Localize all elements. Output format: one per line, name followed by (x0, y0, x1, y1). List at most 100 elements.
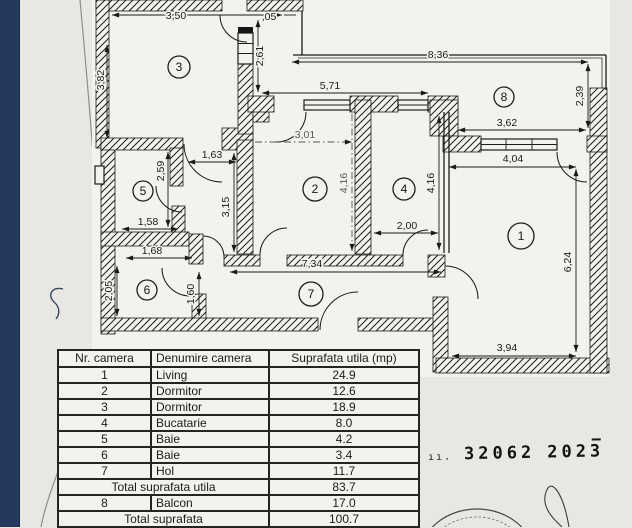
table-total-utila-row: Total suprafata utila 83.7 (57, 478, 420, 496)
cell-room-name: Hol (150, 462, 270, 480)
ink-mark (50, 287, 64, 320)
room-number-4: 4 (392, 177, 416, 201)
dimension-label: 1,68 (142, 245, 163, 257)
door-arc (275, 111, 307, 143)
table-row: 1 Living 24.9 (57, 366, 420, 384)
cell-room-name: Baie (150, 430, 270, 448)
dimension-label: 2,59 (155, 161, 167, 182)
table-header-row: Nr. camera Denumire camera Suprafata uti… (57, 349, 420, 368)
cell-room-area: 4.2 (268, 430, 420, 448)
door-arc (319, 291, 359, 331)
dimension-label: 1,60 (185, 284, 197, 305)
table-row: 6 Baie 3.4 (57, 446, 420, 464)
table-row: 5 Baie 4.2 (57, 430, 420, 448)
dimension-label: 3,15 (220, 197, 232, 218)
dimension-label: 8,36 (428, 49, 449, 61)
room-number-label: 3 (176, 60, 183, 74)
dimension-label: 4,16 (425, 173, 437, 194)
dimension-label: 3,94 (497, 342, 518, 354)
table-row: 7 Hol 11.7 (57, 462, 420, 480)
room-number-6: 6 (136, 279, 158, 301)
room-numbers-group: 1 2 3 4 5 6 7 8 (132, 55, 535, 307)
door-arc (202, 235, 225, 258)
cell-room-nr: 7 (57, 462, 152, 480)
cell-room-area: 18.9 (268, 398, 420, 416)
stamp-prefix: ıı. (427, 451, 453, 463)
room-number-label: 8 (501, 90, 508, 104)
cell-room-nr: 8 (57, 494, 152, 512)
cell-room-nr: 4 (57, 414, 152, 432)
room-number-label: 7 (308, 287, 315, 301)
room-number-label: 2 (312, 182, 319, 196)
room-number-8: 8 (493, 86, 515, 108)
room-number-label: 5 (140, 184, 147, 198)
room-number-label: 1 (518, 229, 525, 243)
dimension-lines-group (104, 12, 591, 359)
header-room-name: Denumire camera (150, 349, 270, 368)
signature-stroke (544, 485, 570, 527)
scan-left-background-band (0, 0, 20, 527)
cell-total-value: 100.7 (268, 510, 420, 528)
room-number-7: 7 (298, 281, 324, 307)
doors-group (155, 14, 588, 331)
cell-room-area: 17.0 (268, 494, 420, 512)
dimension-label: 3,82 (95, 70, 107, 91)
cell-room-nr: 2 (57, 382, 152, 400)
door-arc (402, 229, 429, 256)
cell-room-name: Dormitor (150, 398, 270, 416)
cell-room-nr: 6 (57, 446, 152, 464)
cell-room-area: 24.9 (268, 366, 420, 384)
door-arc (219, 14, 248, 43)
table-row: 4 Bucatarie 8.0 (57, 414, 420, 432)
dimension-label: 1,63 (202, 149, 223, 161)
room-number-label: 4 (401, 182, 408, 196)
room-number-2: 2 (302, 176, 328, 202)
cell-room-area: 3.4 (268, 446, 420, 464)
stamp-number: 32062 (463, 442, 536, 465)
cell-room-name: Dormitor (150, 382, 270, 400)
table-total-row: Total suprafata 100.7 (57, 510, 420, 528)
windows-group (94, 27, 558, 185)
thin-walls-group (293, 11, 607, 253)
dimension-label: 3,50 (166, 10, 187, 22)
header-room-nr: Nr. camera (57, 349, 152, 368)
room-number-3: 3 (167, 55, 191, 79)
window-symbol (397, 99, 429, 111)
door-arc (556, 151, 588, 183)
dimension-label: 2,05 (103, 281, 115, 302)
dimension-label: 2,61 (254, 46, 266, 67)
stamp-year: 2023 (547, 438, 604, 462)
table-row: 3 Dormitor 18.9 (57, 398, 420, 416)
area-table: Nr. camera Denumire camera Suprafata uti… (57, 349, 420, 528)
dimension-label: 6,24 (562, 252, 574, 273)
dimension-label: 1,58 (138, 216, 159, 228)
cell-total-label: Total suprafata (57, 510, 270, 528)
dimension-label: 3,62 (497, 117, 518, 129)
cell-total-utila-value: 83.7 (268, 478, 420, 496)
cell-room-name: Bucatarie (150, 414, 270, 432)
seal-and-signature-group (431, 485, 570, 527)
cell-room-name: Balcon (150, 494, 270, 512)
cell-room-area: 8.0 (268, 414, 420, 432)
door-arc (183, 143, 223, 183)
dimension-labels-group: 3,50 ,05 3,82 2,61 8,36 5,71 2,39 3,62 3… (94, 9, 588, 356)
header-room-area: Suprafata utila (mp) (268, 349, 420, 368)
cell-room-area: 12.6 (268, 382, 420, 400)
room-number-5: 5 (132, 180, 154, 202)
cell-room-nr: 1 (57, 366, 152, 384)
table-row: 8 Balcon 17.0 (57, 494, 420, 512)
cell-room-name: Living (150, 366, 270, 384)
dimension-label: 2,39 (574, 86, 586, 107)
door-arc (155, 185, 183, 213)
window-symbol (303, 99, 351, 111)
door-arc (444, 265, 479, 300)
dimension-label: 4,16 (338, 173, 350, 194)
dimension-label: 7,34 (302, 258, 323, 270)
table-row: 2 Dormitor 12.6 (57, 382, 420, 400)
cell-room-area: 11.7 (268, 462, 420, 480)
cell-room-nr: 3 (57, 398, 152, 416)
dimension-label: ,05 (262, 11, 277, 23)
stamp-macron-mark (591, 438, 601, 441)
